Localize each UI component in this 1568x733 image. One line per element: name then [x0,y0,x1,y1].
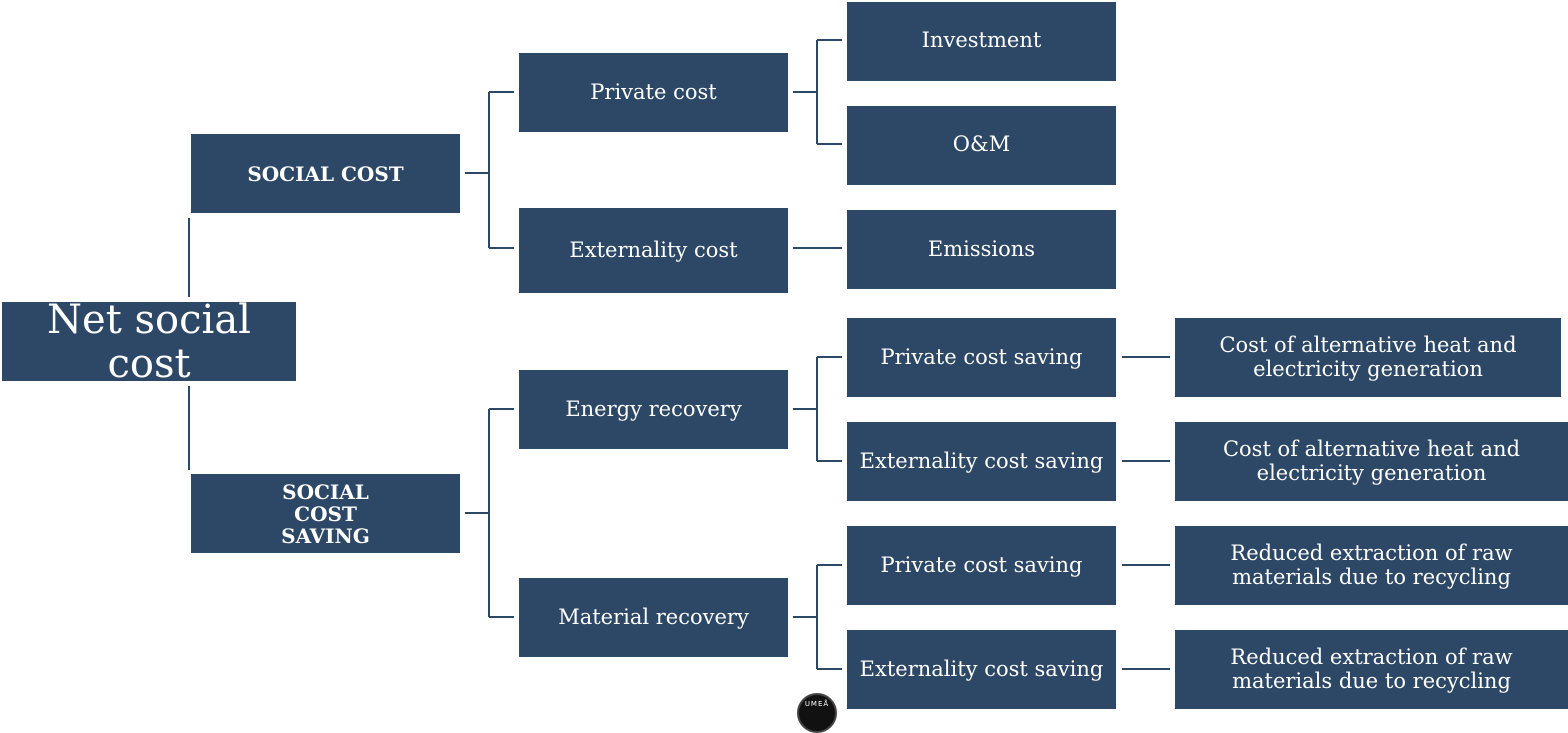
energy-private-cost-saving-label: Private cost saving [880,344,1083,369]
connector-lines [188,39,1170,670]
connector-social-cost-saving-bracket [465,408,514,618]
private-cost-box: Private cost [519,53,788,132]
energy-externality-cost-saving-box: Externality cost saving [847,422,1116,501]
externality-cost-label: Externality cost [569,237,738,262]
emissions-label: Emissions [927,236,1036,261]
energy-private-cost-saving-box: Private cost saving [847,318,1116,397]
energy-externality-detail-label: Cost of alternative heat and electricity… [1222,437,1521,485]
material-externality-cost-saving-label: Externality cost saving [859,656,1104,681]
energy-recovery-label: Energy recovery [565,396,742,421]
energy-externality-cost-saving-label: Externality cost saving [859,448,1104,473]
investment-box: Investment [847,2,1116,81]
material-externality-cost-saving-box: Externality cost saving [847,630,1116,709]
energy-private-detail-label: Cost of alternative heat and electricity… [1219,333,1517,381]
material-externality-detail-label: Reduced extraction of raw materials due … [1230,645,1513,693]
externality-cost-box: Externality cost [519,208,788,293]
energy-externality-detail-box: Cost of alternative heat and electricity… [1175,422,1568,501]
net-social-cost-label: Net social cost [47,296,251,387]
social-cost-box: SOCIAL COST [191,134,460,213]
connector-material-recovery-bracket [793,564,842,670]
material-recovery-box: Material recovery [519,578,788,657]
energy-private-detail-box: Cost of alternative heat and electricity… [1175,318,1561,397]
social-cost-saving-box: SOCIAL COST SAVING [191,474,460,553]
material-private-detail-box: Reduced extraction of raw materials due … [1175,526,1568,605]
connector-social-cost-bracket [465,91,514,249]
net-social-cost-box: Net social cost [2,298,296,386]
material-private-detail-label: Reduced extraction of raw materials due … [1230,541,1513,589]
material-private-cost-saving-label: Private cost saving [880,552,1083,577]
social-cost-label: SOCIAL COST [247,161,404,186]
material-private-cost-saving-box: Private cost saving [847,526,1116,605]
om-box: O&M [847,106,1116,185]
om-label: O&M [952,132,1011,156]
material-externality-detail-box: Reduced extraction of raw materials due … [1175,630,1568,709]
social-cost-saving-label: SOCIAL COST SAVING [281,479,370,548]
private-cost-label: Private cost [590,79,717,104]
energy-recovery-box: Energy recovery [519,370,788,449]
material-recovery-label: Material recovery [558,604,749,629]
emissions-box: Emissions [847,210,1116,289]
connector-energy-recovery-bracket [793,356,842,462]
investment-label: Investment [921,28,1042,52]
university-seal-text: UMEÅ [804,700,830,708]
university-seal-logo: UMEÅ [797,693,837,733]
connector-private-cost-bracket [793,39,842,145]
